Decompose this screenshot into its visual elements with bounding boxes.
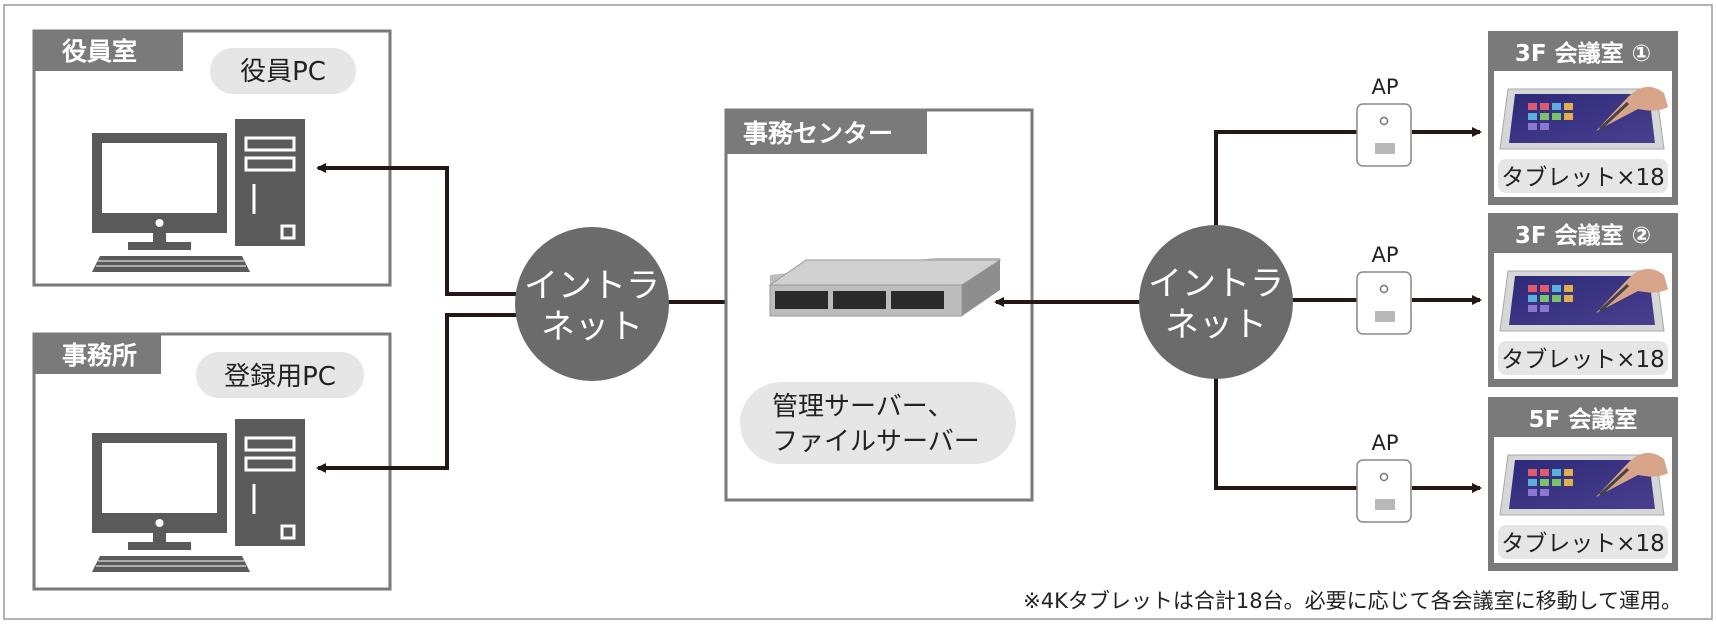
link-to-ap-3 xyxy=(1214,378,1358,490)
intranet-left-line1: イントラ xyxy=(524,266,660,306)
meeting-room-1: 3F 会議室 ① タブレット×18 xyxy=(1488,31,1678,205)
access-point-icon xyxy=(1356,459,1412,523)
tablet-icon xyxy=(1499,452,1668,516)
link-to-ap-1 xyxy=(1214,130,1358,225)
desktop-pc-icon xyxy=(92,119,305,272)
executive-room-title: 役員室 xyxy=(62,37,137,66)
office-center: 事務センター 管理サーバー、 ファイルサーバー xyxy=(724,108,1034,502)
server-label-line1: 管理サーバー、 xyxy=(772,392,953,422)
meeting-room-title: 3F 会議室 ① xyxy=(1515,40,1651,67)
access-point-icon xyxy=(1356,103,1412,167)
office-room-title: 事務所 xyxy=(62,341,137,370)
executive-room: 役員室 役員PC xyxy=(32,29,392,287)
ap-label: AP xyxy=(1371,243,1398,267)
executive-pc-label: 役員PC xyxy=(240,57,326,87)
tablet-icon xyxy=(1499,268,1668,332)
tablet-count-label: タブレット×18 xyxy=(1501,347,1665,373)
meeting-room-title: 3F 会議室 ② xyxy=(1515,222,1651,249)
access-point-3: AP xyxy=(1356,431,1412,523)
intranet-left: イントラ ネット xyxy=(515,227,669,381)
network-switch-icon xyxy=(768,258,1002,317)
intranet-right-line2: ネット xyxy=(1165,305,1267,345)
access-point-1: AP xyxy=(1356,75,1412,167)
meeting-room-title: 5F 会議室 xyxy=(1529,406,1638,433)
meeting-room-2: 3F 会議室 ② タブレット×18 xyxy=(1488,213,1678,387)
intranet-right-line1: イントラ xyxy=(1148,264,1284,304)
link-to-registration-pc xyxy=(316,313,520,473)
office-room: 事務所 登録用PC xyxy=(32,332,392,591)
registration-pc-label: 登録用PC xyxy=(224,362,336,392)
office-center-title: 事務センター xyxy=(743,119,893,148)
ap-label: AP xyxy=(1371,75,1398,99)
link-to-executive-pc xyxy=(316,163,520,296)
footnote: ※4Kタブレットは合計18台。必要に応じて各会議室に移動して運用。 xyxy=(1023,589,1682,613)
meeting-room-3: 5F 会議室 タブレット×18 xyxy=(1488,397,1678,571)
access-point-2: AP xyxy=(1356,243,1412,335)
tablet-count-label: タブレット×18 xyxy=(1501,165,1665,191)
intranet-right: イントラ ネット xyxy=(1139,225,1293,379)
tablet-icon xyxy=(1499,86,1668,150)
server-label-line2: ファイルサーバー xyxy=(772,427,980,457)
desktop-pc-icon xyxy=(92,419,305,572)
tablet-count-label: タブレット×18 xyxy=(1501,531,1665,557)
intranet-left-line2: ネット xyxy=(541,307,643,347)
right-connectors xyxy=(994,127,1482,493)
outer-frame xyxy=(3,4,1713,620)
ap-label: AP xyxy=(1371,431,1398,455)
access-point-icon xyxy=(1356,271,1412,335)
